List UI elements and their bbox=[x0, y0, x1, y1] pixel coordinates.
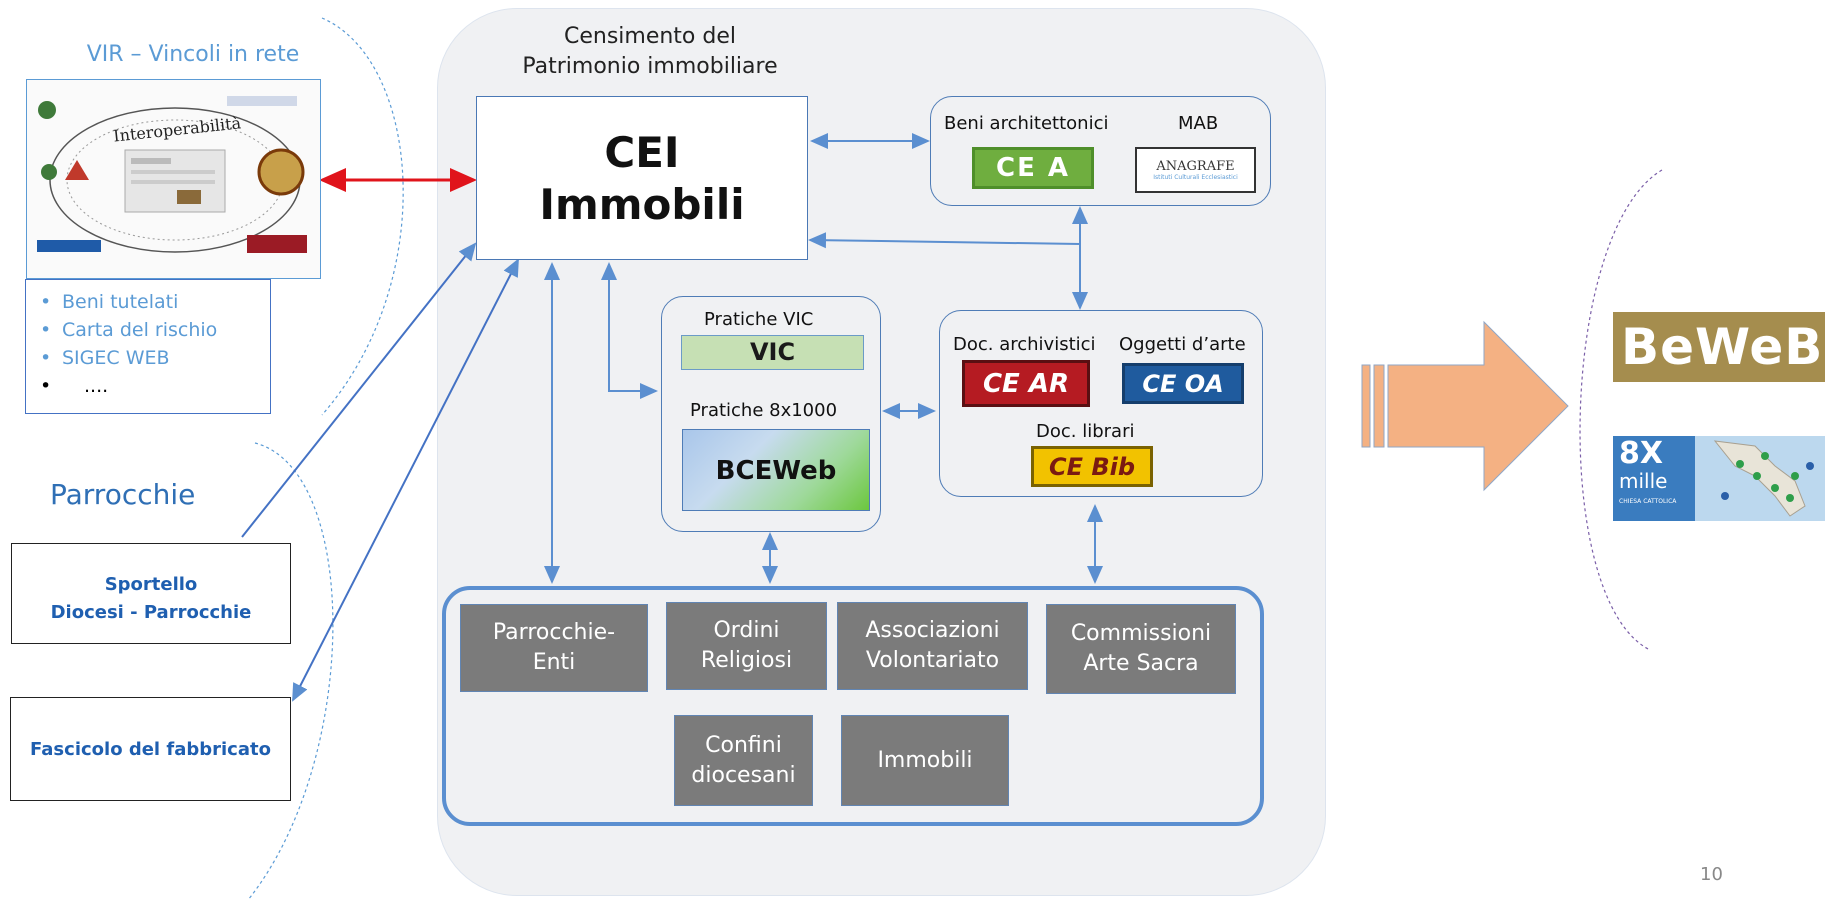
oggetti-arte-label: Oggetti d’arte bbox=[1119, 334, 1246, 355]
vir-interoperability-image: Interoperabilità bbox=[26, 79, 321, 279]
vic-bar: VIC bbox=[681, 335, 864, 370]
entity-commissioni-arte-sacra: Commissioni Arte Sacra bbox=[1046, 604, 1236, 694]
otto-mille-8x: 8X bbox=[1619, 436, 1664, 471]
bullet-carta-rischio: Carta del rischio bbox=[62, 319, 218, 341]
sportello-box: Sportello Diocesi - Parrocchie bbox=[11, 543, 291, 644]
parrocchie-heading: Parrocchie bbox=[50, 478, 196, 511]
anagrafe-logo-text: ANAGRAFE bbox=[1156, 159, 1235, 174]
otto-mille-word: mille bbox=[1619, 469, 1668, 493]
vir-bullet-list: •Beni tutelati •Carta del rischio •SIGEC… bbox=[25, 279, 271, 414]
census-title: Censimento del Patrimonio immobiliare bbox=[500, 22, 800, 82]
ce-bib-logo: CE Bib bbox=[1031, 446, 1153, 487]
census-title-line1: Censimento del bbox=[563, 24, 736, 49]
list-item: •Beni tutelati bbox=[40, 291, 179, 313]
ce-ar-logo: CE AR bbox=[962, 360, 1090, 407]
beni-architettonici-label: Beni architettonici bbox=[944, 113, 1109, 134]
list-item: •.... bbox=[40, 375, 109, 397]
pratiche-vic-label: Pratiche VIC bbox=[704, 309, 814, 330]
cea-logo: CE A bbox=[972, 147, 1094, 189]
vir-title: VIR – Vincoli in rete bbox=[86, 42, 300, 67]
pratiche-box bbox=[661, 296, 881, 532]
otto-mille-banner: 8X mille CHIESA CATTOLICA bbox=[1613, 436, 1825, 521]
list-item: •Carta del rischio bbox=[40, 319, 218, 341]
otto-mille-logo: 8X mille CHIESA CATTOLICA bbox=[1613, 436, 1695, 521]
entities-group bbox=[442, 586, 1264, 826]
ce-oa-logo: CE OA bbox=[1122, 363, 1244, 404]
immobili-label: Immobili bbox=[539, 180, 745, 229]
anagrafe-logo: ANAGRAFE Istituti Culturali Ecclesiastic… bbox=[1135, 147, 1256, 193]
entity-confini-diocesani: Confini diocesani bbox=[674, 715, 813, 806]
entity-parrocchie-enti: Parrocchie- Enti bbox=[460, 604, 648, 692]
beni-architettonici-box bbox=[930, 96, 1271, 206]
bullet-beni-tutelati: Beni tutelati bbox=[62, 291, 179, 313]
sportello-line2: Diocesi - Parrocchie bbox=[50, 602, 252, 623]
cei-immobili-box: CEI Immobili bbox=[476, 96, 808, 260]
page-number: 10 bbox=[1700, 864, 1723, 885]
cei-label: CEI bbox=[604, 128, 680, 177]
fascicolo-box: Fascicolo del fabbricato bbox=[10, 697, 291, 801]
list-item: •SIGEC WEB bbox=[40, 347, 170, 369]
otto-mille-sub: CHIESA CATTOLICA bbox=[1619, 498, 1677, 505]
sportello-line1: Sportello bbox=[104, 574, 198, 595]
anagrafe-logo-subtext: Istituti Culturali Ecclesiastici bbox=[1153, 174, 1238, 181]
documents-box bbox=[939, 310, 1263, 497]
census-title-line2: Patrimonio immobiliare bbox=[522, 54, 778, 79]
bullet-sigec-web: SIGEC WEB bbox=[62, 347, 170, 369]
interoperability-diagram-icon bbox=[37, 96, 307, 253]
bceweb-box: BCEWeb bbox=[682, 429, 870, 511]
entity-ordini-religiosi: Ordini Religiosi bbox=[666, 602, 827, 690]
doc-archivistici-label: Doc. archivistici bbox=[953, 334, 1096, 355]
pratiche-8x1000-label: Pratiche 8x1000 bbox=[690, 400, 838, 421]
bullet-ellipsis: .... bbox=[84, 375, 109, 397]
doc-librari-label: Doc. librari bbox=[1036, 421, 1135, 442]
entity-immobili: Immobili bbox=[841, 715, 1009, 806]
map-icon bbox=[1695, 436, 1825, 521]
mab-label: MAB bbox=[1178, 113, 1219, 134]
beweb-logo: BeWeB bbox=[1613, 312, 1825, 382]
entity-associazioni-volontariato: Associazioni Volontariato bbox=[837, 602, 1028, 690]
